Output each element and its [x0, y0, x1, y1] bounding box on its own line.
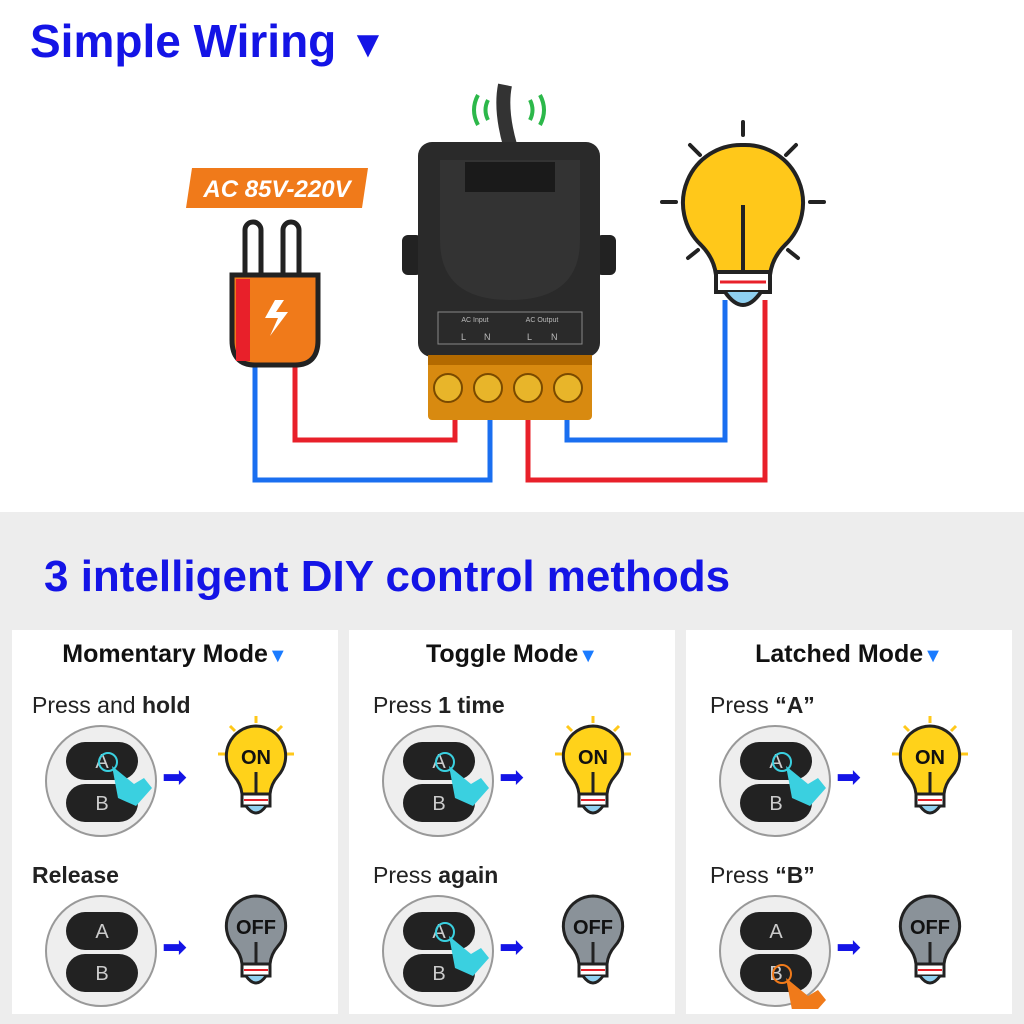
light-rays-icon — [555, 716, 631, 756]
mode-card-latched: Latched Mode▼ Press “A” A B ➡ ON Press “B… — [686, 630, 1012, 1018]
svg-text:OFF: OFF — [910, 917, 950, 939]
svg-text:OFF: OFF — [236, 917, 276, 939]
remote-button-a: A — [432, 921, 446, 943]
remote-button-b: B — [432, 963, 445, 985]
remote-button-a: A — [95, 751, 109, 773]
step-label: Press and hold — [32, 692, 191, 718]
finger-press-icon — [435, 922, 489, 976]
plug-icon — [229, 219, 321, 368]
bulb-on-icon: ON — [218, 716, 294, 815]
bulb-off-icon: OFF — [898, 894, 962, 985]
live-wire-input — [292, 360, 458, 443]
mode-title: Toggle Mode▼ — [425, 640, 599, 668]
step-illustration: A B ➡ ON — [686, 716, 1012, 842]
step-label: Release — [32, 862, 119, 888]
arrow-right-icon: ➡ — [836, 761, 862, 794]
bulb-on-icon: ON — [555, 716, 631, 815]
live-wire-output — [525, 300, 768, 483]
triangle-down-icon: ▼ — [267, 645, 288, 667]
remote-control-icon: A B — [45, 895, 157, 1007]
voltage-tag: AC 85V-220V — [186, 168, 368, 208]
finger-press-icon — [435, 752, 489, 806]
svg-text:ON: ON — [241, 747, 271, 769]
finger-press-icon — [98, 752, 152, 806]
step-illustration: A B ➡ ON — [349, 716, 675, 842]
remote-button-b: B — [432, 793, 445, 815]
neutral-wire-input — [252, 360, 493, 483]
arrow-right-icon: ➡ — [499, 931, 525, 964]
remote-button-a: A — [432, 751, 446, 773]
remote-control-icon: A B — [382, 725, 494, 837]
remote-button-a: A — [95, 921, 109, 943]
step-illustration: A B ➡ ON — [12, 716, 338, 842]
step-label: Press “B” — [710, 862, 815, 888]
remote-button-b: B — [95, 793, 108, 815]
arrow-right-icon: ➡ — [836, 931, 862, 964]
svg-text:ON: ON — [578, 747, 608, 769]
finger-press-icon — [772, 964, 826, 1018]
finger-press-icon — [772, 752, 826, 806]
remote-control-icon: A B — [45, 725, 157, 837]
remote-button-b: B — [769, 793, 782, 815]
svg-text:OFF: OFF — [573, 917, 613, 939]
mode-title: Momentary Mode▼ — [62, 640, 288, 668]
light-rays-icon — [892, 716, 968, 756]
light-bulb-icon — [660, 120, 826, 307]
step-illustration: A B ➡ OFF — [12, 892, 338, 1012]
remote-control-icon: A B — [719, 895, 831, 1018]
svg-text:AC 85V-220V: AC 85V-220V — [202, 176, 352, 203]
svg-text:AC Input: AC Input — [461, 317, 488, 324]
step-illustration: A B ➡ OFF — [349, 892, 675, 1012]
step-label: Press again — [373, 862, 499, 888]
bulb-off-icon: OFF — [561, 894, 625, 985]
remote-button-a: A — [769, 921, 783, 943]
methods-title: 3 intelligent DIY control methods — [44, 552, 731, 601]
svg-text:N: N — [551, 332, 558, 342]
step-label: Press “A” — [710, 692, 815, 718]
remote-control-icon: A B — [719, 725, 831, 837]
svg-text:N: N — [484, 332, 491, 342]
step-label: Press 1 time — [373, 692, 505, 718]
arrow-right-icon: ➡ — [499, 761, 525, 794]
step-illustration: A B ➡ OFF — [686, 892, 1012, 1018]
mode-card-toggle: Toggle Mode▼ Press 1 time A B ➡ ON Press … — [349, 630, 675, 1014]
methods-section: 3 intelligent DIY control methods Moment… — [0, 512, 1024, 1024]
svg-text:L: L — [461, 332, 466, 342]
bulb-off-icon: OFF — [224, 894, 288, 985]
wiring-diagram: AC 85V-220V AC Input AC Output L N L N — [186, 83, 826, 483]
page-title: Simple Wiring ▼ — [30, 15, 387, 67]
remote-button-b: B — [769, 963, 782, 985]
triangle-down-icon: ▼ — [923, 645, 943, 667]
relay-module: AC Input AC Output L N L N — [402, 83, 616, 420]
arrow-right-icon: ➡ — [162, 761, 188, 794]
triangle-down-icon: ▼ — [578, 645, 599, 667]
mode-title: Latched Mode▼ — [755, 640, 943, 668]
remote-control-icon: A B — [382, 895, 494, 1007]
bulb-on-icon: ON — [892, 716, 968, 815]
svg-text:ON: ON — [915, 747, 945, 769]
mode-card-momentary: Momentary Mode▼ Press and hold A B ➡ ON R… — [12, 630, 338, 1014]
arrow-right-icon: ➡ — [162, 931, 188, 964]
wiring-section: Simple Wiring ▼ AC 85V-220V — [30, 15, 826, 483]
remote-button-b: B — [95, 963, 108, 985]
remote-button-a: A — [769, 751, 783, 773]
svg-text:L: L — [527, 332, 532, 342]
signal-icon — [472, 94, 546, 126]
svg-text:AC Output: AC Output — [526, 317, 559, 324]
neutral-wire-output — [564, 300, 728, 443]
light-rays-icon — [218, 716, 294, 756]
triangle-down-icon: ▼ — [349, 24, 387, 66]
screw-terminals — [433, 373, 583, 403]
